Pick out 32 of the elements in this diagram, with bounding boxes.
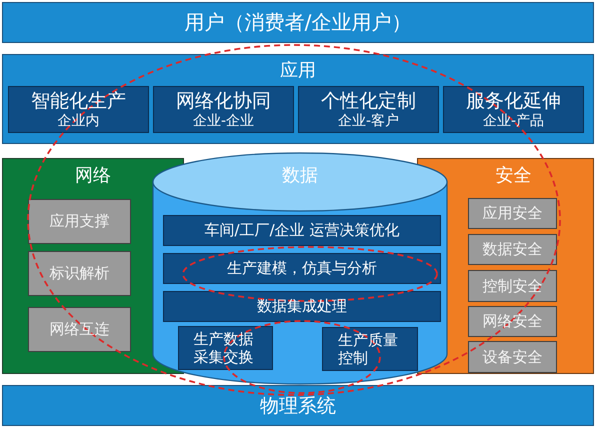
section-title: 安全: [494, 164, 532, 188]
data-process-block: 生产数据采集交换: [178, 326, 273, 370]
security-item-box: 数据安全: [468, 234, 557, 265]
block-subtitle: 企业-客户: [338, 112, 400, 130]
block-heading: 服务化延伸: [466, 90, 561, 112]
block-subtitle: 企业-企业: [192, 112, 254, 130]
security-item-box: 设备安全: [468, 341, 557, 373]
block-subtitle: 企业内: [58, 112, 100, 130]
security-item-box: 应用安全: [468, 198, 557, 229]
application-block: [298, 86, 439, 133]
application-layer-panel: [2, 54, 594, 144]
network-item-box: 网络互连: [28, 307, 131, 352]
security-item-box: 网络安全: [468, 306, 557, 337]
section-title: 网络: [74, 164, 112, 188]
block-heading: 个性化定制: [321, 90, 416, 112]
section-title: 应用: [279, 59, 317, 83]
data-process-block: 生产建模，仿真与分析: [163, 253, 441, 284]
security-item-box: 控制安全: [468, 270, 557, 302]
block-heading: 智能化生产: [31, 90, 126, 112]
data-process-block: 车间/工厂/企业 运营决策优化: [163, 215, 441, 246]
section-title: 数据: [281, 164, 319, 188]
network-item-box: 应用支撑: [28, 199, 131, 244]
application-block: [153, 86, 294, 133]
network-item-box: 标识解析: [28, 251, 131, 296]
block-subtitle: 企业-产品: [482, 112, 544, 130]
data-process-block: 生产质量控制: [322, 327, 418, 371]
application-block: [8, 86, 149, 133]
physical-layer-bar: 物理系统: [2, 385, 594, 426]
data-process-block: 数据集成处理: [163, 291, 441, 322]
application-block: [443, 86, 584, 133]
block-heading: 网络化协同: [176, 90, 271, 112]
user-layer-bar: 用户（消费者/企业用户）: [2, 2, 594, 43]
